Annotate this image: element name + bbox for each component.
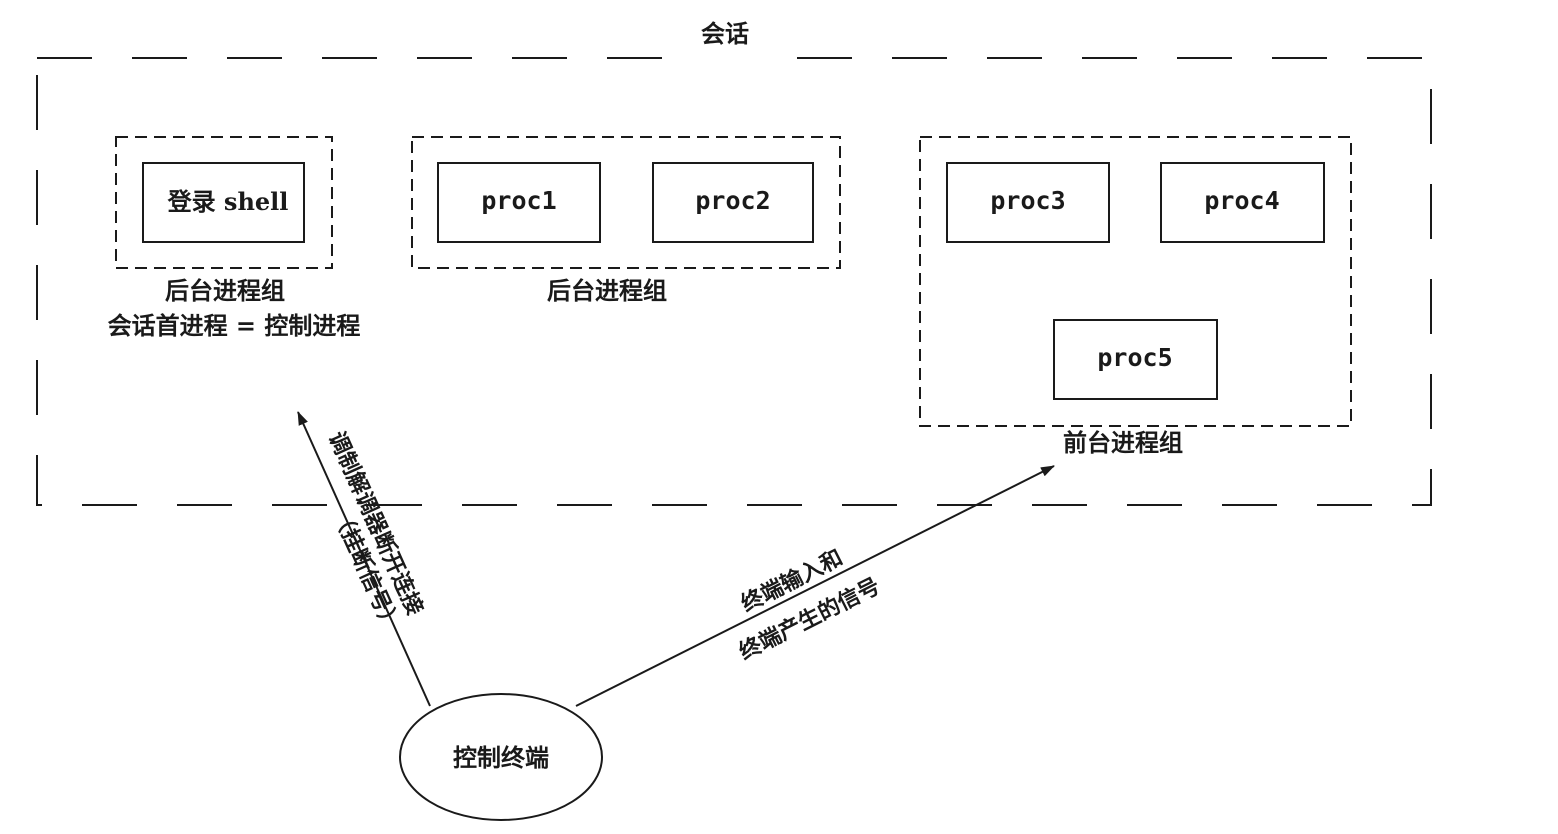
process-login-shell	[142, 162, 305, 243]
process-proc2	[652, 162, 814, 243]
group-login-shell	[115, 136, 333, 269]
group1-label: 后台进程组	[165, 277, 285, 305]
signals-arrow	[575, 465, 1055, 707]
process-proc4-label: proc4	[1204, 186, 1279, 215]
controlling-terminal-label: 控制终端	[453, 744, 549, 772]
group1-sublabel: 会话首进程 = 控制进程	[108, 312, 361, 340]
group-foreground	[919, 136, 1352, 427]
session-title: 会话	[701, 20, 749, 48]
process-proc5-label: proc5	[1097, 343, 1172, 372]
process-login-shell-label: 登录 shell	[167, 187, 289, 216]
group2-label: 后台进程组	[547, 277, 667, 305]
process-proc2-label: proc2	[695, 186, 770, 215]
group3-label: 前台进程组	[1063, 429, 1183, 457]
process-proc4	[1160, 162, 1325, 243]
process-proc5	[1053, 319, 1218, 400]
group-background	[411, 136, 841, 269]
process-proc1-label: proc1	[481, 186, 556, 215]
controlling-terminal	[399, 693, 603, 821]
process-proc1	[437, 162, 601, 243]
process-proc3	[946, 162, 1110, 243]
process-proc3-label: proc3	[990, 186, 1065, 215]
hangup-arrow	[297, 411, 431, 707]
